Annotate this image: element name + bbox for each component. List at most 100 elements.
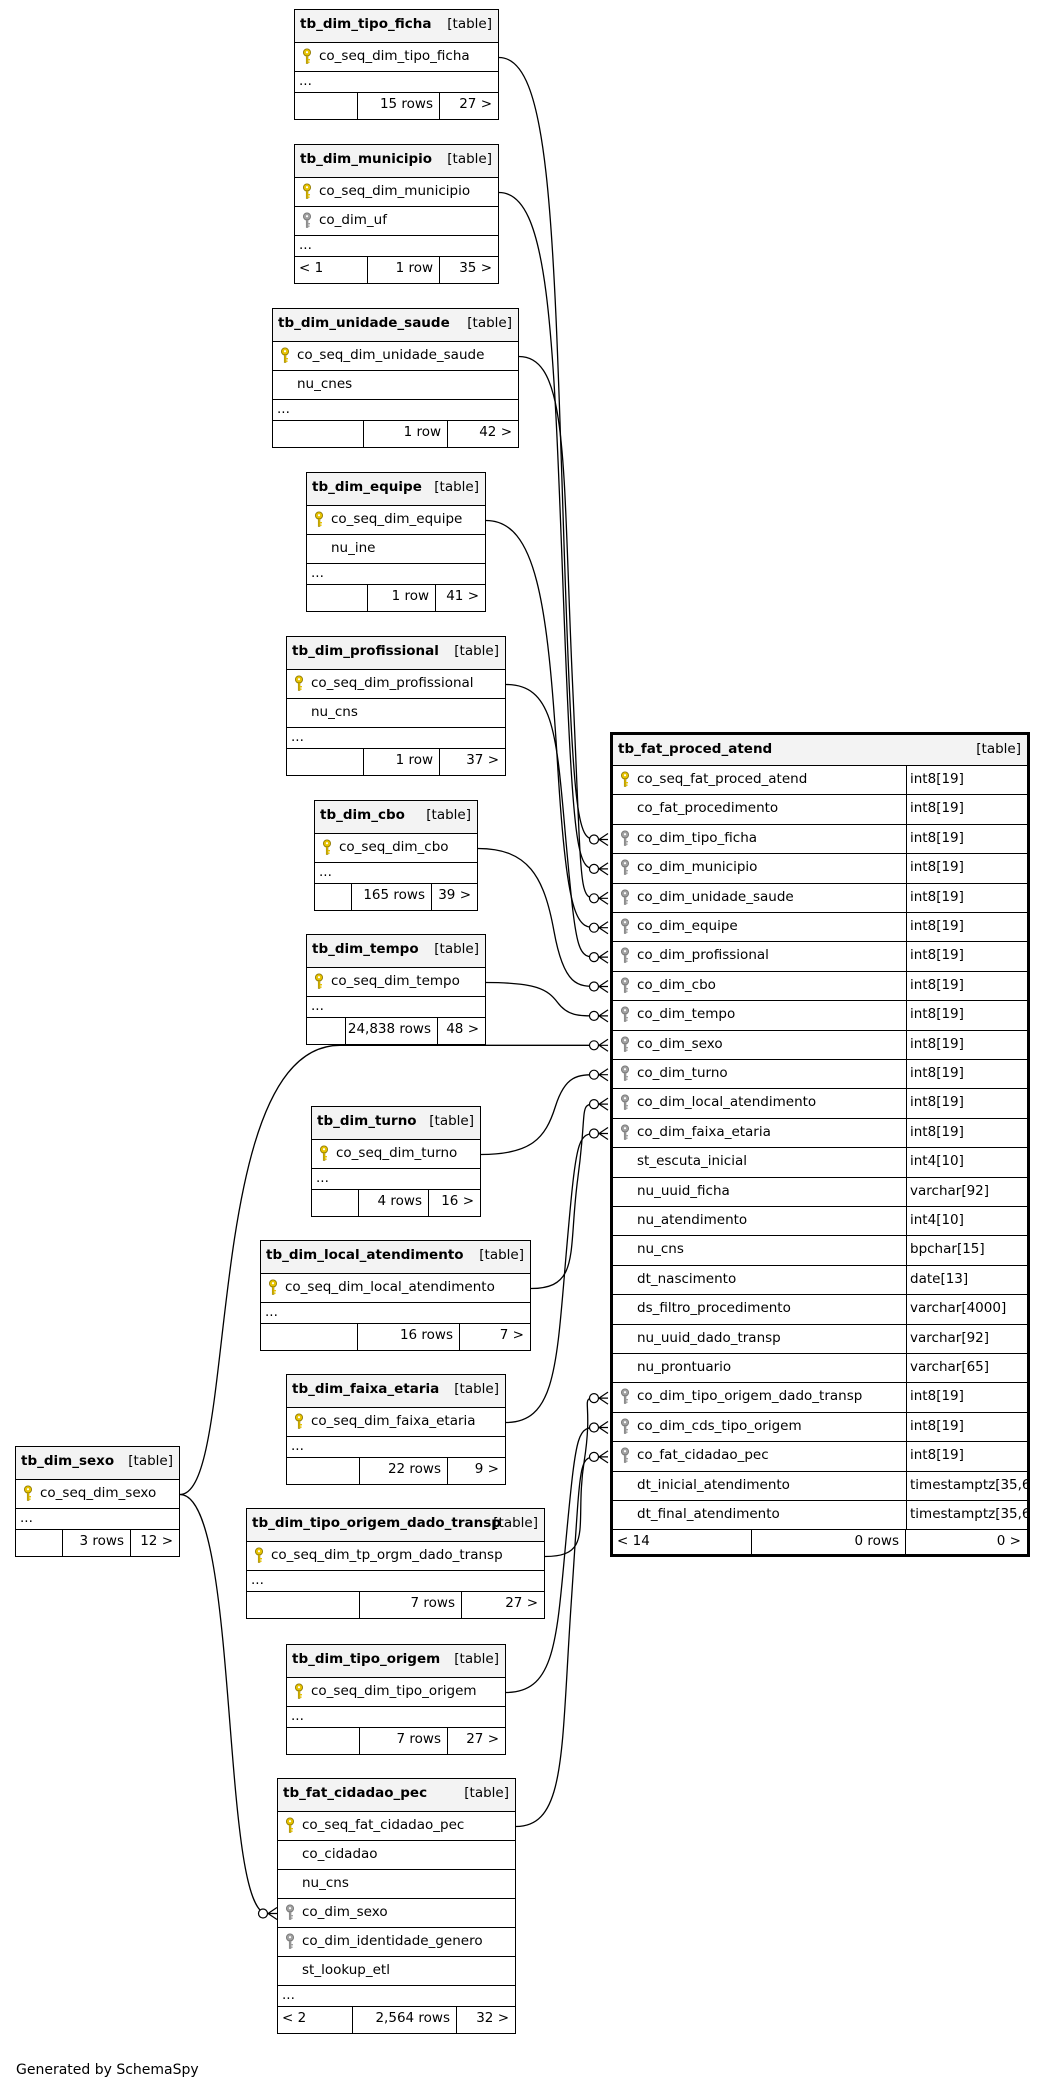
column-divider [906,795,907,824]
column-row[interactable]: co_seq_dim_faixa_etaria [287,1408,505,1437]
column-row[interactable]: co_seq_dim_unidade_saude [273,342,518,371]
table-tb-dim-tipo-origem[interactable]: tb_dim_tipo_origem[table]co_seq_dim_tipo… [286,1644,506,1755]
table-tb-fat-cidadao-pec[interactable]: tb_fat_cidadao_pec[table]co_seq_fat_cida… [277,1778,516,2034]
table-tb-dim-faixa-etaria[interactable]: tb_dim_faixa_etaria[table]co_seq_dim_fai… [286,1374,506,1485]
column-datatype: int8[19] [910,1417,964,1434]
table-tb-dim-profissional[interactable]: tb_dim_profissional[table]co_seq_dim_pro… [286,636,506,776]
table-tb-dim-turno[interactable]: tb_dim_turno[table]co_seq_dim_turno...4 … [311,1106,481,1217]
column-divider [906,1501,907,1530]
column-row[interactable]: co_seq_dim_tipo_origem [287,1678,505,1707]
row-count: 165 rows [363,887,425,903]
table-tb-dim-tipo-ficha[interactable]: tb_dim_tipo_ficha[table]co_seq_dim_tipo_… [294,9,499,120]
table-tb-dim-tempo[interactable]: tb_dim_tempo[table]co_seq_dim_tempo...24… [306,934,486,1045]
table-type: [table] [426,807,471,823]
child-count: 37 > [466,752,499,768]
column-row[interactable]: nu_cns [287,699,505,728]
table-tb-dim-sexo[interactable]: tb_dim_sexo[table]co_seq_dim_sexo...3 ro… [15,1446,180,1557]
more-columns-row: ... [287,1437,505,1458]
column-row[interactable]: co_seq_dim_equipe [307,506,485,535]
column-name: co_seq_dim_unidade_saude [297,347,485,363]
column-row[interactable]: co_seq_dim_local_atendimento [261,1274,530,1303]
table-type: [table] [434,941,479,957]
table-tb-dim-cbo[interactable]: tb_dim_cbo[table]co_seq_dim_cbo...165 ro… [314,800,478,911]
column-row[interactable]: co_dim_identidade_genero [278,1928,515,1957]
child-count: 9 > [474,1461,499,1477]
parent-count: < 14 [617,1533,650,1550]
column-row[interactable]: co_seq_dim_municipio [295,178,498,207]
column-divider [906,1265,907,1295]
table-type: [table] [493,1515,538,1531]
child-count: 7 > [499,1327,524,1343]
column-row[interactable]: co_seq_dim_profissional [287,670,505,699]
column-row[interactable]: co_seq_fat_cidadao_pec [278,1812,515,1841]
table-tb-dim-local-atendimento[interactable]: tb_dim_local_atendimento[table]co_seq_di… [260,1240,531,1351]
column-row[interactable]: co_seq_dim_cbo [315,834,477,863]
column-row[interactable]: co_seq_dim_sexo [16,1480,179,1509]
column-name: co_dim_municipio [637,859,758,876]
column-divider [906,1148,907,1177]
column-name: nu_cnes [297,376,353,392]
column-divider [906,1060,907,1089]
column-divider [906,1236,907,1265]
table-header: tb_dim_local_atendimento[table] [261,1241,530,1274]
column-name: co_dim_tempo [637,1006,736,1023]
column-row[interactable]: co_seq_dim_turno [312,1140,480,1169]
column-name: co_dim_sexo [302,1904,388,1920]
table-tb-dim-unidade-saude[interactable]: tb_dim_unidade_saude[table]co_seq_dim_un… [272,308,519,448]
row-count: 22 rows [387,1461,441,1477]
table-name: tb_dim_cbo [320,807,405,823]
column-row[interactable]: co_seq_dim_tp_orgm_dado_transp [247,1542,544,1571]
table-tb-dim-tipo-origem-dado-transp[interactable]: tb_dim_tipo_origem_dado_transp[table]co_… [246,1508,545,1619]
foreign-key-icon [286,1933,294,1949]
column-row[interactable]: nu_cnes [273,371,518,400]
column-divider [906,1324,907,1353]
column-name: co_cidadao [302,1846,378,1862]
child-count: 0 > [996,1533,1021,1550]
column-row[interactable]: co_dim_sexo [278,1899,515,1928]
column-divider [906,1383,907,1412]
column-row[interactable]: co_dim_uf [295,207,498,236]
column-datatype: int8[19] [910,1035,964,1052]
column-row[interactable]: co_seq_dim_tempo [307,968,485,997]
column-row[interactable]: co_seq_dim_tipo_ficha [295,43,498,72]
column-row[interactable]: st_lookup_etl [278,1957,515,1986]
table-tb-fat-proced-atend[interactable]: tb_fat_proced_atend[table]co_seq_fat_pro… [610,732,1030,1558]
table-tb-dim-municipio[interactable]: tb_dim_municipio[table]co_seq_dim_munici… [294,144,499,284]
column-row[interactable]: co_cidadao [278,1841,515,1870]
column-row[interactable]: nu_ine [307,535,485,564]
column-divider [906,1354,907,1383]
child-count: 12 > [140,1533,173,1549]
column-datatype: int8[19] [910,800,964,817]
column-row[interactable]: nu_cns [278,1870,515,1899]
